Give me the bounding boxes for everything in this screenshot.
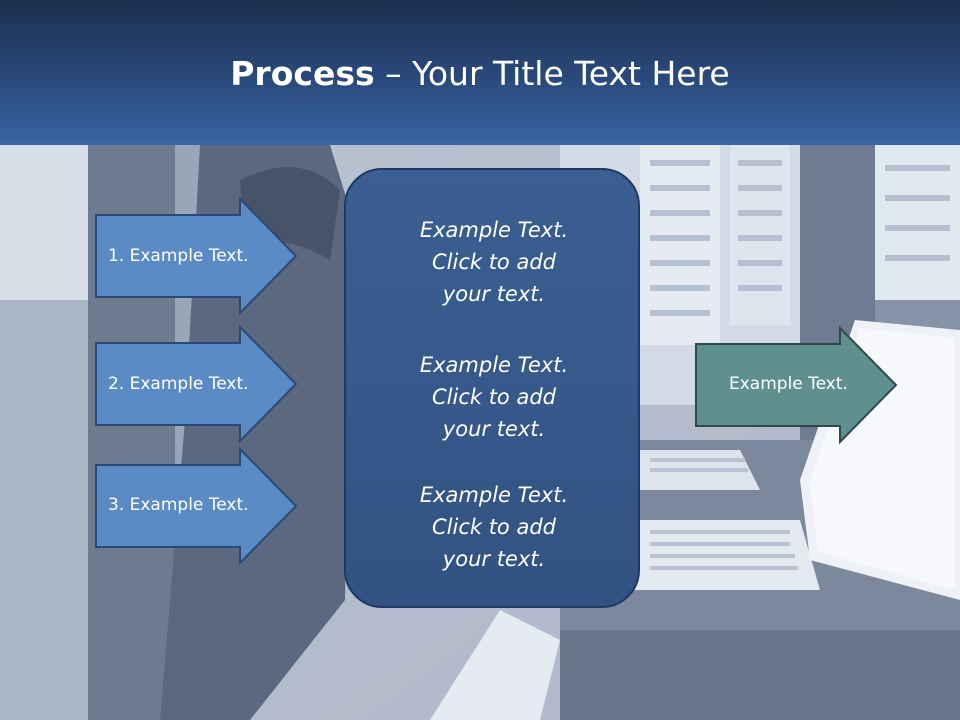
output-arrow-label: Example Text. [729,374,848,394]
input-arrow-1 [95,197,298,315]
center-text-1: Example Text. Click to add your text. [419,218,569,306]
center-text-2: Example Text. Click to add your text. [419,353,569,441]
center-process-box: Example Text. Click to add your text. Ex… [344,168,640,608]
input-arrow-2 [95,325,298,443]
input-arrow-3 [95,447,298,565]
input-arrow-label-3: 3. Example Text. [108,495,249,515]
input-arrow-label-1: 1. Example Text. [108,246,249,266]
slide-title: Process – Your Title Text Here [0,52,960,96]
output-arrow [695,326,898,444]
center-text-3: Example Text. Click to add your text. [419,483,569,571]
title-bold: Process [230,54,375,93]
title-rest: – Your Title Text Here [374,54,730,93]
title-bar [0,0,960,145]
input-arrow-label-2: 2. Example Text. [108,374,249,394]
